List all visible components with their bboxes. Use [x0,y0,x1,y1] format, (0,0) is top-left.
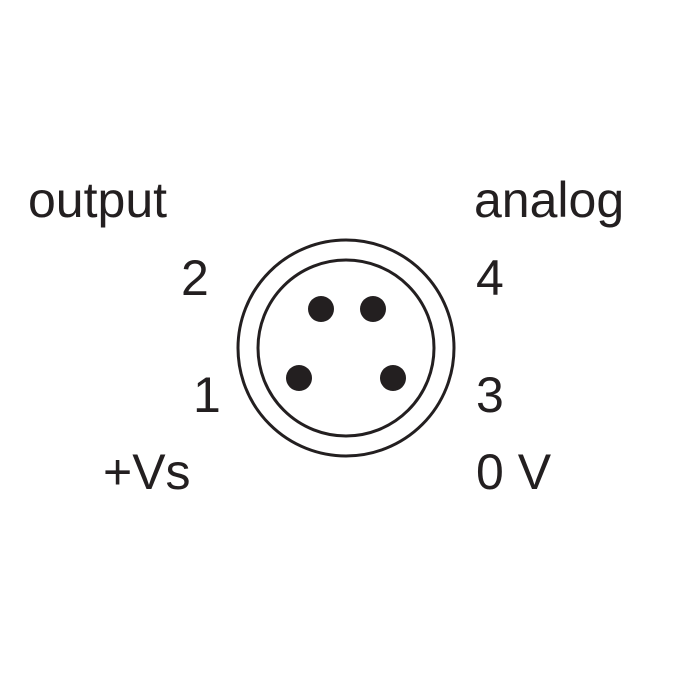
pin-3-contact [380,365,406,391]
output-label: output [28,172,168,228]
ground-label: 0 V [476,444,552,500]
pin-1-contact [286,365,312,391]
pin-4-number: 4 [476,250,504,306]
connector-inner-ring [256,258,436,438]
connector-outer-ring [236,238,456,458]
pin-1-number: 1 [193,367,221,423]
pin-4-contact [360,296,386,322]
pin-2-contact [308,296,334,322]
supply-voltage-label: +Vs [103,444,191,500]
pin-2-number: 2 [181,250,209,306]
analog-label: analog [474,172,625,228]
pin-3-number: 3 [476,367,504,423]
